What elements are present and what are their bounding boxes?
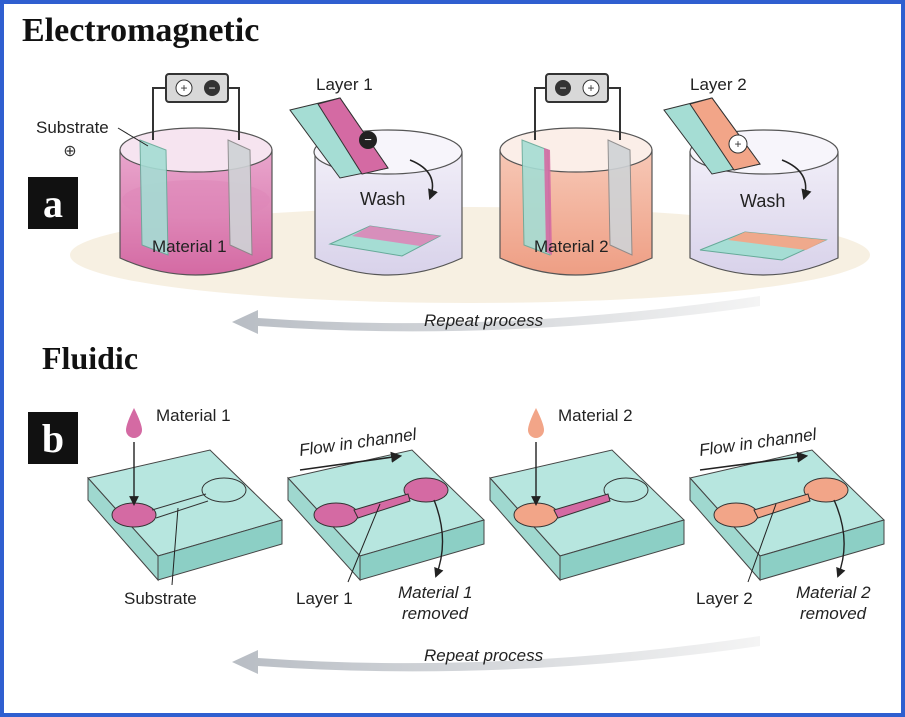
label-layer-1-a: Layer 1 bbox=[316, 75, 373, 94]
wash-arrow-2 bbox=[781, 159, 812, 201]
substrate-charge-icon: ⊕ bbox=[63, 143, 76, 160]
label-material-2-beaker: Material 2 bbox=[534, 237, 609, 256]
label-material-1-drop: Material 1 bbox=[156, 406, 231, 425]
battery-1: + − bbox=[165, 73, 229, 103]
chip-2 bbox=[287, 449, 485, 582]
label-wash-1: Wash bbox=[360, 189, 405, 209]
panel-badge-b: b bbox=[28, 412, 78, 464]
label-repeat-b: Repeat process bbox=[424, 646, 544, 665]
label-material-1-removed-b: removed bbox=[402, 604, 469, 623]
slide-layer-2-dipping: + bbox=[663, 97, 761, 175]
label-substrate-b: Substrate bbox=[124, 589, 197, 608]
heading-fluidic: Fluidic bbox=[42, 340, 139, 376]
label-layer-2-a: Layer 2 bbox=[690, 75, 747, 94]
battery-1-minus: − bbox=[208, 81, 215, 95]
repeat-arrow-a bbox=[232, 296, 760, 334]
panel-badge-a: a bbox=[28, 177, 78, 229]
label-material-2-removed-a: Material 2 bbox=[796, 583, 871, 602]
label-layer-1-b: Layer 1 bbox=[296, 589, 353, 608]
label-wash-2: Wash bbox=[740, 191, 785, 211]
wash-arrow-1 bbox=[409, 159, 438, 200]
battery-2: − + bbox=[545, 73, 609, 103]
battery-2-minus: − bbox=[559, 81, 566, 95]
beaker-material-1 bbox=[119, 87, 273, 276]
label-material-1-beaker: Material 1 bbox=[152, 237, 227, 256]
slide-layer-1-dipping: − bbox=[289, 97, 389, 179]
flow-arrow-2 bbox=[699, 451, 809, 471]
chip-1 bbox=[87, 449, 283, 582]
drop-material-2 bbox=[528, 408, 544, 506]
chip-4 bbox=[689, 449, 885, 582]
label-material-2-drop: Material 2 bbox=[558, 406, 633, 425]
layer-2-pointer bbox=[747, 503, 777, 583]
battery-2-plus: + bbox=[587, 81, 594, 95]
beaker-material-2 bbox=[499, 87, 653, 276]
substrate-b-pointer bbox=[171, 507, 179, 586]
label-layer-2-b: Layer 2 bbox=[696, 589, 753, 608]
battery-1-plus: + bbox=[180, 81, 187, 95]
beaker-wash-2 bbox=[689, 129, 839, 276]
label-material-1-removed-a: Material 1 bbox=[398, 583, 473, 602]
drop-material-1 bbox=[126, 408, 142, 506]
chip-3 bbox=[489, 449, 685, 582]
layer-1-pointer bbox=[347, 503, 381, 583]
layer-1-charge-icon: − bbox=[364, 132, 372, 147]
label-material-2-removed-b: removed bbox=[800, 604, 867, 623]
removed-arrow-2 bbox=[833, 499, 846, 578]
layer-2-charge-icon: + bbox=[734, 137, 741, 151]
repeat-arrow-b bbox=[232, 636, 760, 674]
substrate-pointer bbox=[117, 127, 149, 147]
heading-electromagnetic: Electromagnetic bbox=[22, 12, 260, 49]
label-repeat-a: Repeat process bbox=[424, 311, 544, 330]
removed-arrow-1 bbox=[433, 499, 444, 578]
label-substrate-a: Substrate bbox=[36, 118, 109, 137]
flow-arrow-1 bbox=[299, 451, 403, 471]
